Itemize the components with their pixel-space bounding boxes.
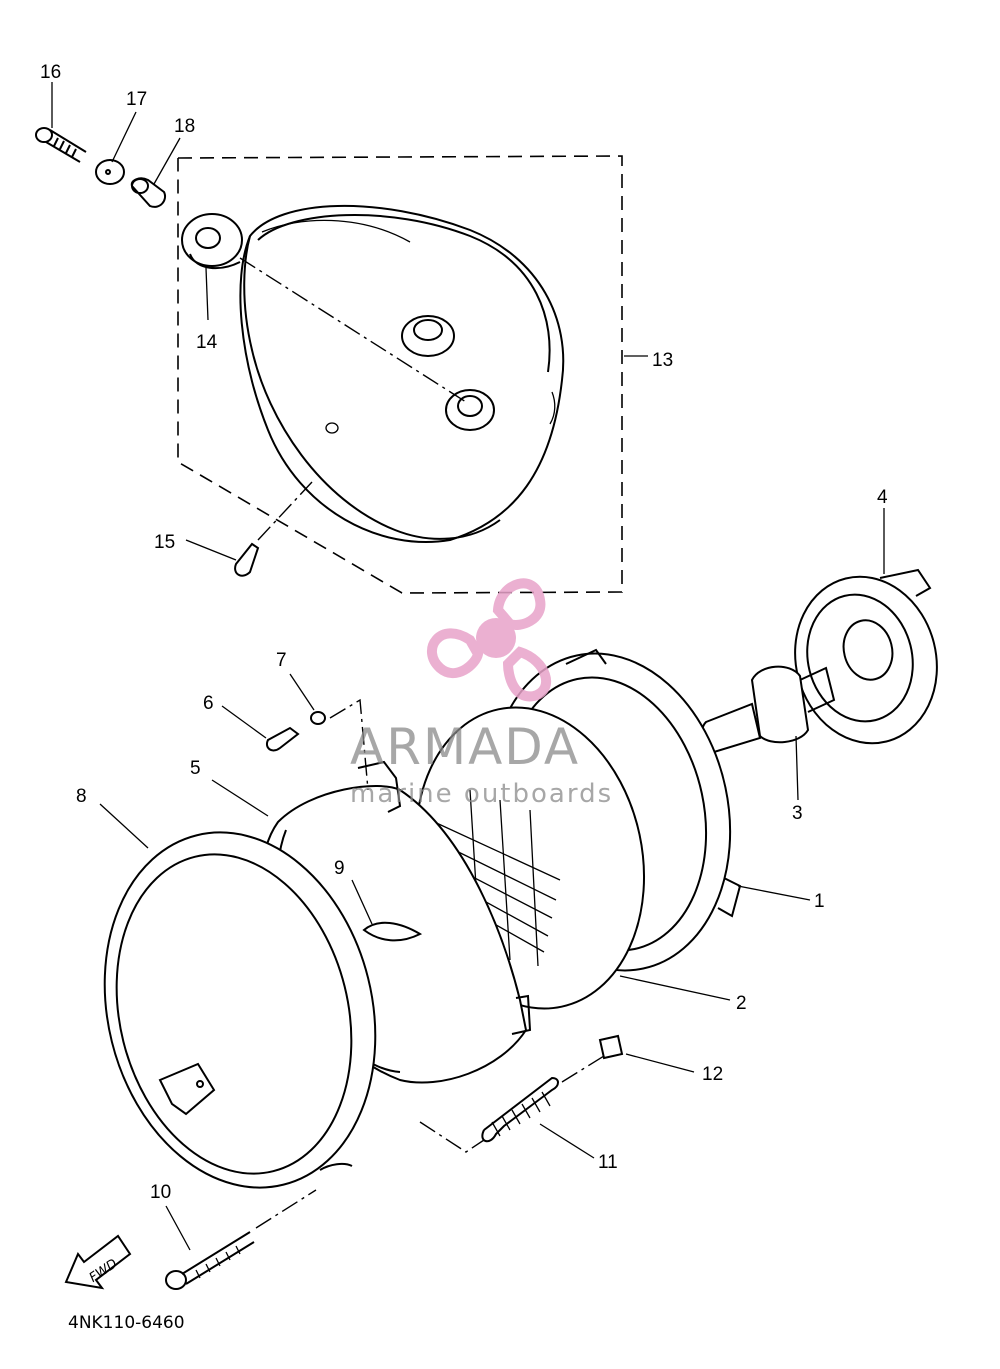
forward-direction-arrow: FWD <box>64 1234 132 1290</box>
housing-group <box>177 155 623 594</box>
callout-18: 18 <box>174 116 195 137</box>
watermark-brand: ARMADA <box>350 718 580 776</box>
callout-2: 2 <box>736 993 747 1014</box>
callout-5: 5 <box>190 758 201 779</box>
callout-8: 8 <box>76 786 87 807</box>
bolt-washer-collar-parts <box>35 82 181 208</box>
callout-17: 17 <box>126 89 147 110</box>
small-screw-and-nut <box>221 673 369 791</box>
screw-part <box>185 481 313 577</box>
callout-7: 7 <box>276 650 287 671</box>
watermark-tagline: marine outboards <box>350 779 613 809</box>
spring-and-nut-parts <box>419 1034 695 1159</box>
callout-6: 6 <box>203 693 214 714</box>
callout-1: 1 <box>814 891 825 912</box>
callout-14: 14 <box>196 332 218 353</box>
callout-16: 16 <box>40 62 61 83</box>
outer-rim-part <box>99 803 377 1189</box>
callout-11: 11 <box>598 1152 618 1173</box>
callout-12: 12 <box>702 1064 723 1085</box>
part-code: 4NK110-6460 <box>68 1313 185 1333</box>
callout-9: 9 <box>334 858 345 879</box>
long-screw-part <box>165 1189 317 1290</box>
callout-4: 4 <box>877 487 888 508</box>
watermark-logo <box>427 578 552 702</box>
callout-15: 15 <box>154 532 175 553</box>
callout-3: 3 <box>792 803 803 824</box>
callout-13: 13 <box>652 350 673 371</box>
grommet-part <box>181 213 243 321</box>
callout-10: 10 <box>150 1182 171 1203</box>
